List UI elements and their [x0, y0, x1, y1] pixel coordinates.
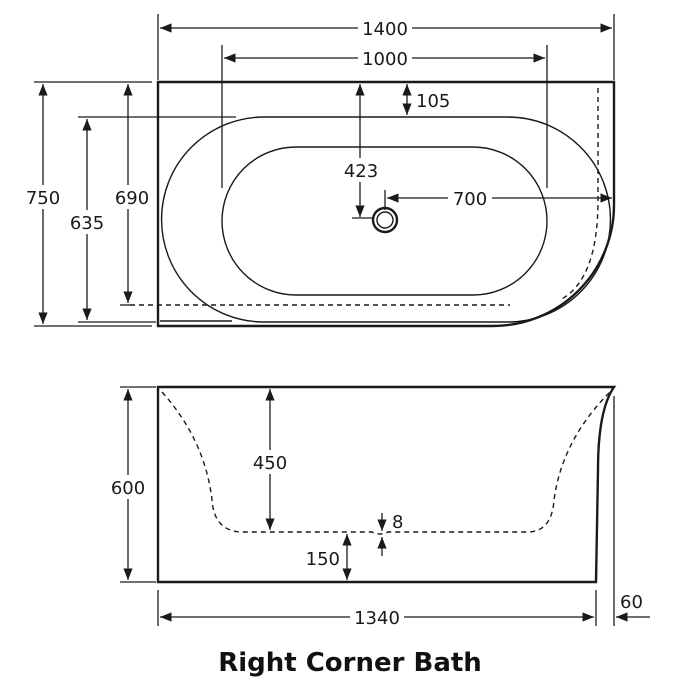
dim-basin-width: 690 [115, 188, 149, 209]
dim-overall-length: 1400 [362, 19, 408, 40]
diagram-title: Right Corner Bath [218, 648, 482, 678]
plan-view: 1400 1000 105 423 700 750 690 [22, 14, 616, 328]
bath-basin [221, 146, 548, 296]
bath-rim [160, 116, 612, 323]
side-view: 600 450 150 8 1340 60 [106, 385, 650, 629]
bath-outline-side [156, 385, 617, 584]
dim-basin-depth: 450 [253, 453, 287, 474]
dim-overall-height: 600 [111, 478, 145, 499]
bath-outline-plan [156, 80, 616, 328]
dim-inner-length: 1000 [362, 49, 408, 70]
dim-rim-width: 635 [70, 213, 104, 234]
dim-rim-offset: 105 [416, 91, 450, 112]
dim-flare: 60 [620, 592, 643, 613]
dim-base-length: 1340 [354, 608, 400, 629]
dim-drain-from-back: 423 [344, 161, 378, 182]
dim-drain-from-right: 700 [453, 189, 487, 210]
dim-drain-depth: 8 [392, 512, 403, 533]
dim-floor-height: 150 [306, 549, 340, 570]
dim-overall-width: 750 [26, 188, 60, 209]
